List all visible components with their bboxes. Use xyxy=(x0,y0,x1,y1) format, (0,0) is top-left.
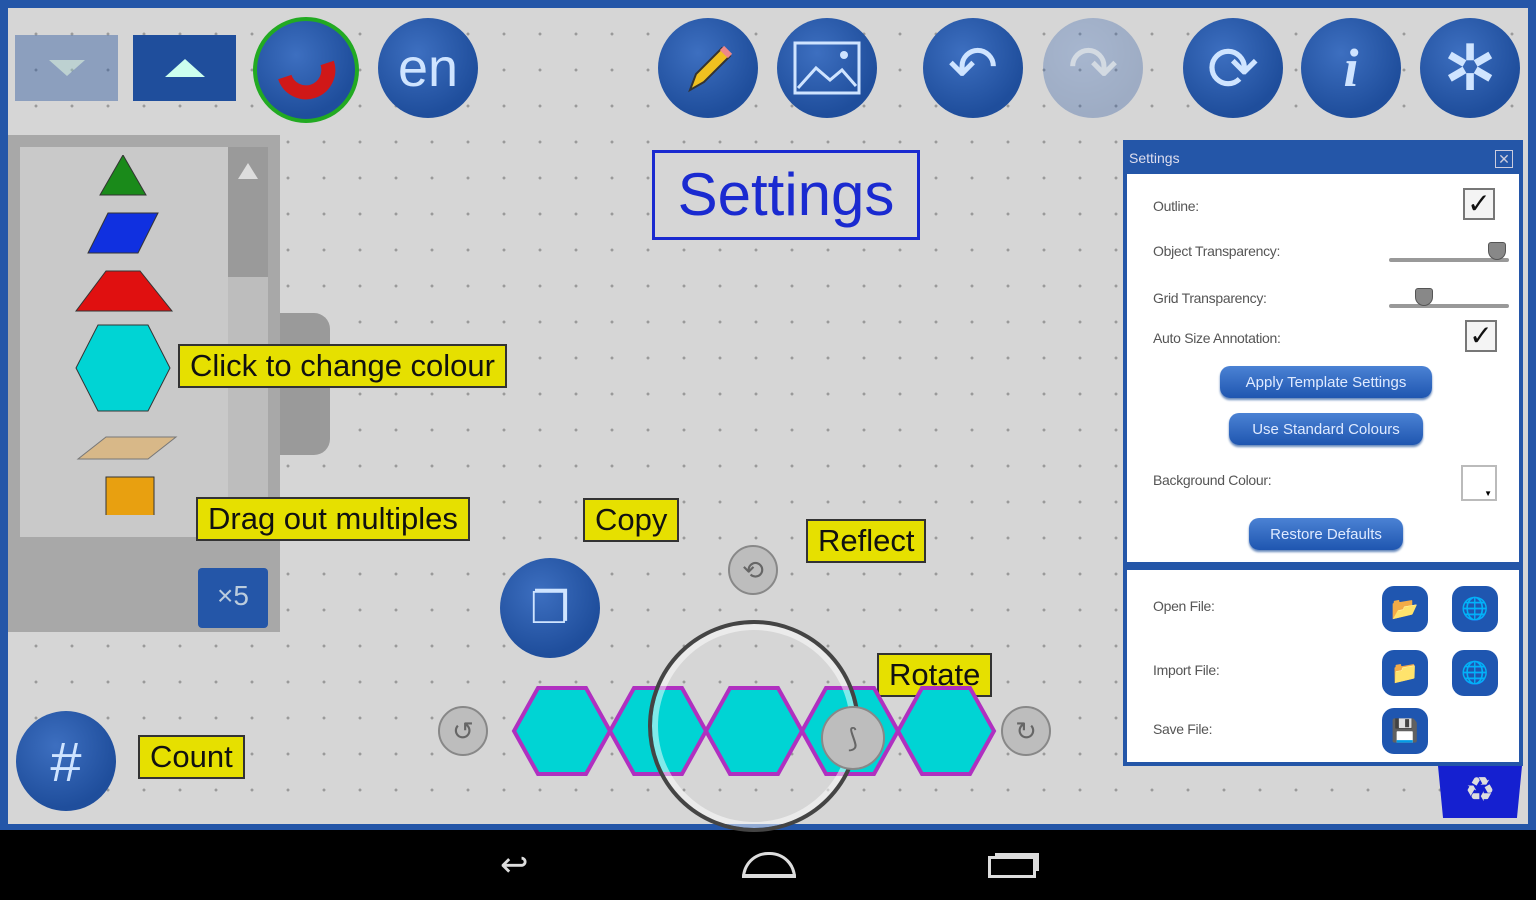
scroll-down-button[interactable] xyxy=(15,35,118,101)
rhombus-shape xyxy=(87,212,159,254)
settings-panel: Settings ✕ Outline: ✓ Object Transparenc… xyxy=(1123,140,1523,566)
floppy-disk-icon: 💾 xyxy=(1391,718,1419,743)
open-web-button[interactable]: 🌐 xyxy=(1452,586,1498,632)
reflect-icon: ⟲ xyxy=(742,554,764,585)
flip-handle[interactable]: ⟆ xyxy=(821,706,885,770)
background-colour-picker[interactable]: ▼ xyxy=(1461,465,1497,501)
auto-size-label: Auto Size Annotation: xyxy=(1153,330,1281,346)
copy-button[interactable]: ❐ xyxy=(500,558,600,658)
import-web-button[interactable]: 🌐 xyxy=(1452,650,1498,696)
save-button[interactable]: 💾 xyxy=(1382,708,1428,754)
image-button[interactable] xyxy=(777,18,877,118)
square-shape xyxy=(105,476,155,515)
redo-icon: ↷ xyxy=(1067,34,1119,101)
hash-icon: # xyxy=(50,729,82,793)
outline-checkbox[interactable]: ✓ xyxy=(1463,188,1495,220)
open-file-label: Open File: xyxy=(1153,598,1215,614)
import-file-label: Import File: xyxy=(1153,662,1220,678)
image-icon xyxy=(793,41,861,95)
pencil-icon xyxy=(688,45,733,93)
settings-button[interactable]: ✲ xyxy=(1420,18,1520,118)
trapezoid-shape xyxy=(75,270,174,312)
recycle-icon: ♻ xyxy=(1464,771,1496,809)
back-button[interactable]: ↩ xyxy=(500,845,529,885)
flip-icon: ⟆ xyxy=(847,722,859,753)
hexagon xyxy=(511,686,613,776)
outline-label: Outline: xyxy=(1153,198,1199,214)
folder-open-icon: 📂 xyxy=(1391,596,1419,621)
refresh-icon: ⟳ xyxy=(1207,34,1259,104)
pencil-button[interactable] xyxy=(658,18,758,118)
auto-size-checkbox[interactable]: ✓ xyxy=(1465,320,1497,352)
canvas-title-annotation[interactable]: Settings xyxy=(652,150,920,240)
folder-import-icon: 📁 xyxy=(1391,660,1419,685)
rotate-left-icon: ↺ xyxy=(452,715,474,746)
settings-panel-title: Settings xyxy=(1127,144,1519,174)
scroll-up-button[interactable] xyxy=(133,35,236,101)
rotate-left-handle[interactable]: ↺ xyxy=(438,706,488,756)
copy-icon: ❐ xyxy=(530,583,570,633)
chevron-down-icon xyxy=(48,60,85,76)
redo-button[interactable]: ↷ xyxy=(1043,18,1143,118)
multiples-button[interactable]: ×5 xyxy=(198,568,268,628)
info-button[interactable]: i xyxy=(1301,18,1401,118)
file-panel: Open File: 📂 🌐 Import File: 📁 🌐 Save Fil… xyxy=(1123,566,1523,766)
tooltip-count: Count xyxy=(138,735,245,779)
undo-icon: ↶ xyxy=(947,34,999,101)
object-transparency-label: Object Transparency: xyxy=(1153,243,1281,259)
thin-rhombus-shape xyxy=(76,436,178,460)
recycle-bin[interactable]: ♻ xyxy=(1438,766,1522,818)
palette-shapes[interactable] xyxy=(68,155,178,515)
restore-defaults-button[interactable]: Restore Defaults xyxy=(1249,518,1403,550)
open-local-button[interactable]: 📂 xyxy=(1382,586,1428,632)
globe-import-icon: 🌐 xyxy=(1461,660,1489,685)
apply-template-button[interactable]: Apply Template Settings xyxy=(1220,366,1432,398)
globe-icon: 🌐 xyxy=(1461,596,1489,621)
back-icon: ↩ xyxy=(500,846,529,884)
rotate-right-handle[interactable]: ↻ xyxy=(1001,706,1051,756)
object-transparency-slider[interactable] xyxy=(1389,242,1509,262)
tooltip-multiples: Drag out multiples xyxy=(196,497,470,541)
reflect-handle[interactable]: ⟲ xyxy=(728,545,778,595)
refresh-button[interactable]: ⟳ xyxy=(1183,18,1283,118)
grid-transparency-slider[interactable] xyxy=(1389,288,1509,308)
tooltip-reflect: Reflect xyxy=(806,519,927,563)
magnet-button[interactable] xyxy=(253,17,359,123)
slider-thumb[interactable] xyxy=(1414,288,1433,306)
tooltip-colour: Click to change colour xyxy=(178,344,507,388)
recents-button[interactable] xyxy=(988,856,1036,878)
home-button[interactable] xyxy=(742,852,796,878)
hexagon xyxy=(895,686,997,776)
rotate-right-icon: ↻ xyxy=(1015,715,1037,746)
gear-icon: ✲ xyxy=(1443,31,1497,104)
workspace[interactable]: en ↶ ↷ ⟳ i ✲ Settings ×5 Click to change… xyxy=(0,0,1536,832)
standard-colours-button[interactable]: Use Standard Colours xyxy=(1229,413,1423,445)
triangle-shape xyxy=(99,155,147,196)
background-colour-label: Background Colour: xyxy=(1153,472,1272,488)
magnet-icon xyxy=(278,60,336,100)
undo-button[interactable]: ↶ xyxy=(923,18,1023,118)
palette-scrollbar[interactable] xyxy=(228,147,268,537)
language-button[interactable]: en xyxy=(378,18,478,118)
close-icon[interactable]: ✕ xyxy=(1495,150,1513,168)
language-label: en xyxy=(397,38,459,98)
import-local-button[interactable]: 📁 xyxy=(1382,650,1428,696)
hexagon-shape xyxy=(75,324,171,412)
chevron-up-icon xyxy=(164,59,205,77)
save-file-label: Save File: xyxy=(1153,721,1213,737)
slider-thumb[interactable] xyxy=(1487,242,1506,260)
tooltip-copy: Copy xyxy=(583,498,680,542)
info-icon: i xyxy=(1343,38,1359,98)
grid-transparency-label: Grid Transparency: xyxy=(1153,290,1267,306)
count-button[interactable]: # xyxy=(16,711,116,811)
